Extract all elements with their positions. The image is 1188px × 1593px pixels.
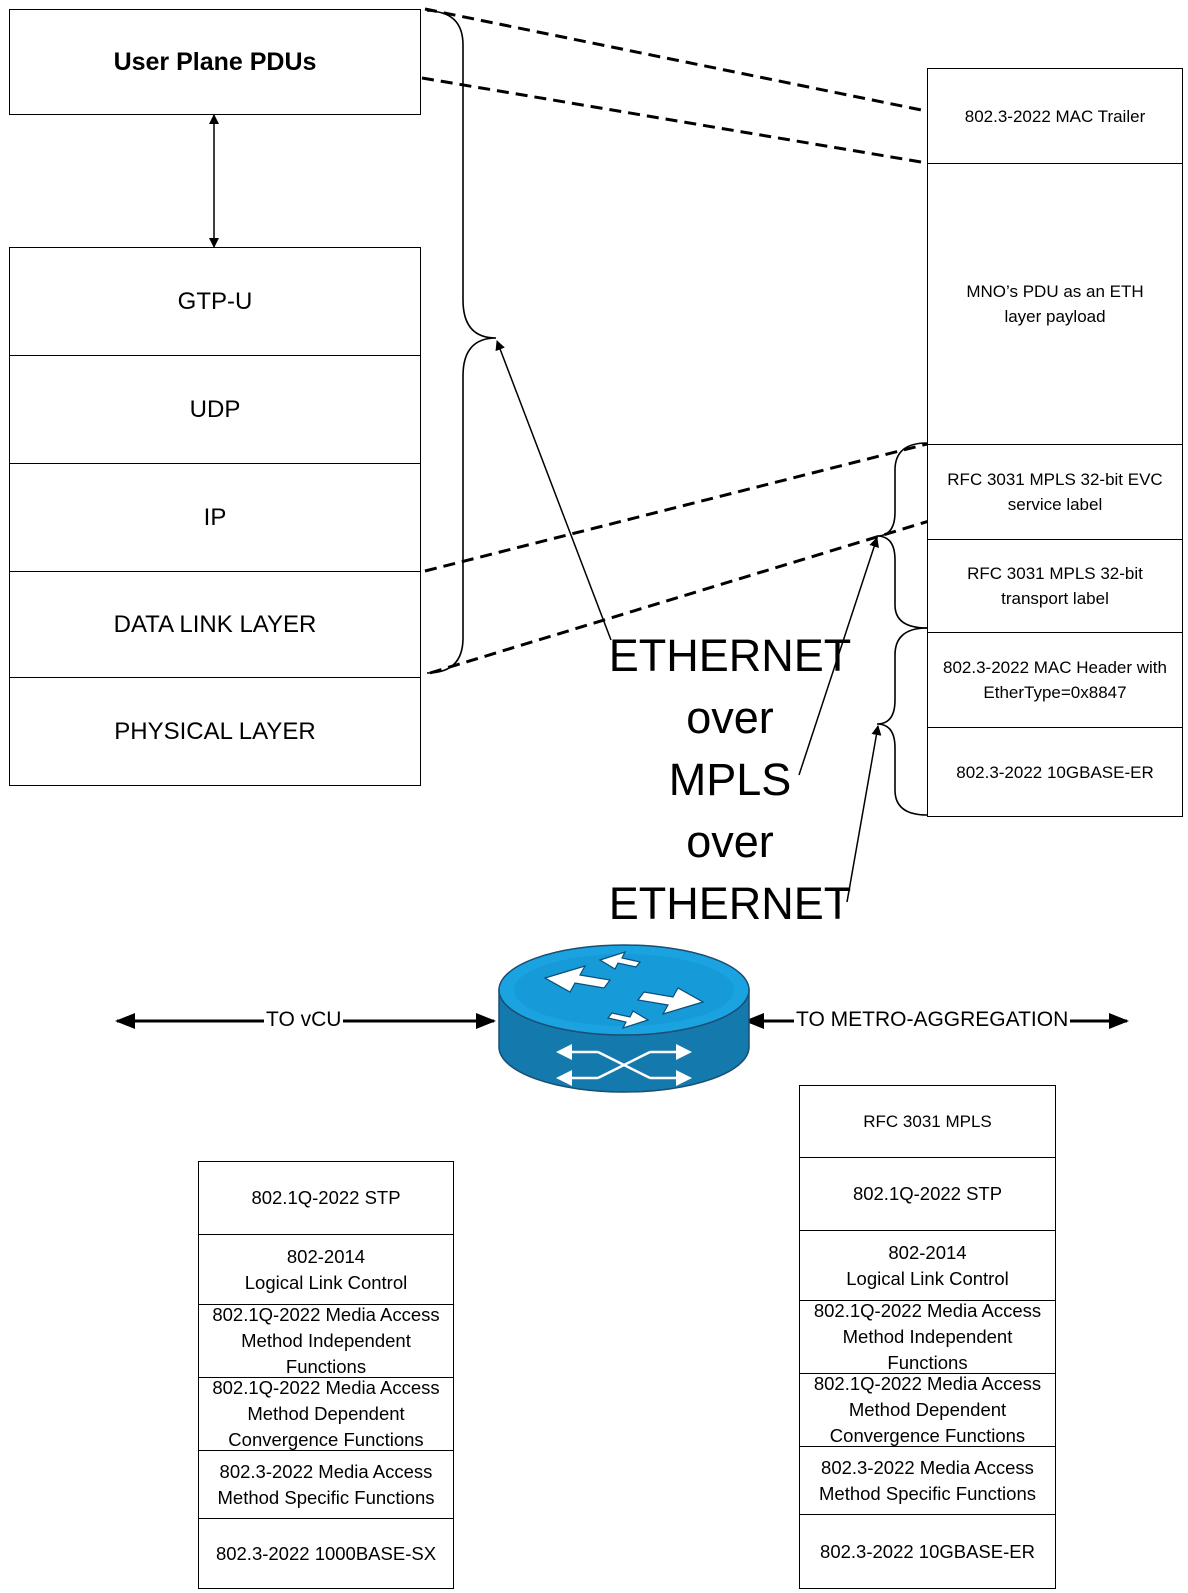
frame-transport-label: RFC 3031 MPLS 32-bit transport label [927, 539, 1183, 633]
layer-udp: UDP [9, 355, 421, 464]
layer-gtp-u: GTP-U [9, 247, 421, 356]
user-plane-pdus-box: User Plane PDUs [9, 9, 421, 115]
frame-phy: 802.3-2022 10GBASE-ER [927, 727, 1183, 817]
layer-physical: PHYSICAL LAYER [9, 677, 421, 786]
right-stack-phy: 802.3-2022 10GBASE-ER [820, 1540, 1035, 1562]
left-protocol-stack: 802.1Q-2022 STP 802-2014 Logical Link Co… [198, 1161, 454, 1589]
layer-data-link: DATA LINK LAYER [9, 571, 421, 678]
frame-mac-header: 802.3-2022 MAC Header with EtherType=0x8… [927, 632, 1183, 728]
pointer-to-evc-brace [798, 537, 879, 776]
eompls-label: ETHERNET over MPLS over ETHERNET [602, 625, 858, 935]
eompls-line-3: MPLS [668, 754, 792, 805]
frame-evc-label: RFC 3031 MPLS 32-bit EVC service label [927, 444, 1183, 540]
eompls-line-1: ETHERNET [608, 630, 852, 681]
pointer-to-mac-brace [846, 725, 882, 903]
brace-mac [876, 627, 928, 816]
right-stack-stp: 802.1Q-2022 STP [800, 1158, 1055, 1231]
left-brace [426, 10, 497, 674]
right-stack-llc: 802-2014 Logical Link Control [800, 1231, 1055, 1301]
left-stack-specific: 802.3-2022 Media Access Method Specific … [199, 1451, 453, 1519]
left-stack-independent: 802.1Q-2022 Media Access Method Independ… [199, 1304, 453, 1378]
brace-evc [876, 442, 928, 629]
left-stack-llc: 802-2014 Logical Link Control [199, 1235, 453, 1305]
link-label-metro: TO METRO-AGGREGATION [794, 1008, 1071, 1032]
left-stack-dependent: 802.1Q-2022 Media Access Method Dependen… [199, 1377, 453, 1451]
right-stack-dependent: 802.1Q-2022 Media Access Method Dependen… [800, 1373, 1055, 1447]
layer-ip: IP [9, 463, 421, 572]
eompls-line-2: over [686, 692, 774, 743]
link-label-vcu: TO vCU [264, 1008, 344, 1032]
router-icon [498, 944, 750, 1093]
right-stack-specific: 802.3-2022 Media Access Method Specific … [800, 1447, 1055, 1515]
projection-line-top-2 [421, 76, 928, 165]
right-stack-mpls: RFC 3031 MPLS [800, 1086, 1055, 1158]
frame-mac-trailer: 802.3-2022 MAC Trailer [927, 68, 1183, 164]
right-stack-independent: 802.1Q-2022 Media Access Method Independ… [800, 1300, 1055, 1374]
projection-line-top-1 [424, 7, 1183, 165]
pointer-to-left-brace [495, 340, 612, 641]
left-stack-phy: 802.3-2022 1000BASE-SX [215, 1542, 437, 1564]
eompls-line-5: ETHERNET [608, 878, 852, 929]
right-protocol-stack: RFC 3031 MPLS 802.1Q-2022 STP 802-2014 L… [799, 1085, 1056, 1589]
projection-line-bottom-1 [424, 442, 928, 573]
eompls-line-4: over [686, 816, 774, 867]
left-stack-stp: 802.1Q-2022 STP [199, 1162, 453, 1235]
frame-payload: MNO’s PDU as an ETH layer payload [927, 163, 1183, 445]
